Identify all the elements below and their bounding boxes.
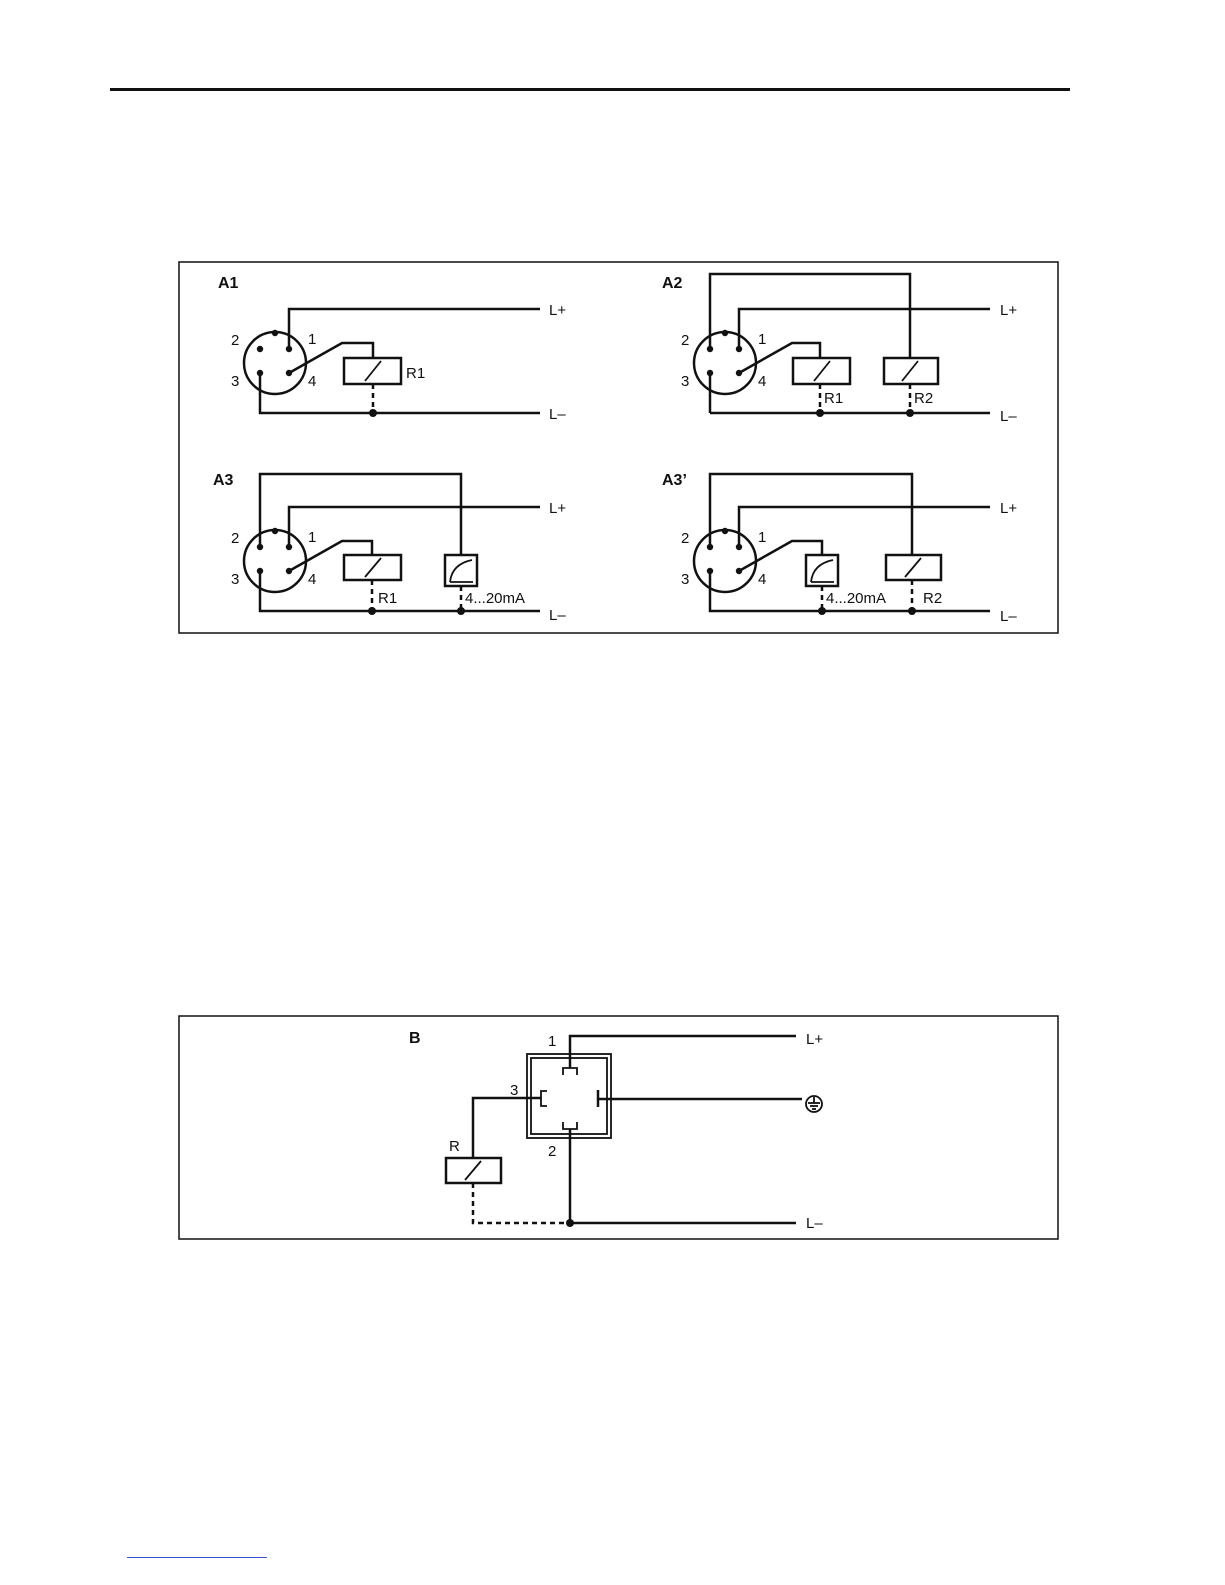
pin-label-a3-1: 1 bbox=[308, 529, 316, 546]
panel-a1: A1 2 1 3 4 R1 L+ L– bbox=[218, 275, 566, 423]
pin-dot-a3-top bbox=[272, 528, 278, 534]
supply-a1-neg: L– bbox=[549, 406, 566, 423]
analog-curve-a3p bbox=[811, 560, 833, 582]
relay-a3p-r2-slash bbox=[905, 558, 921, 577]
relay-a1-r1-slash bbox=[365, 361, 381, 381]
pin-label-a3-3: 3 bbox=[231, 571, 239, 588]
pin-dot-a2-top bbox=[722, 330, 728, 336]
protective-earth-icon bbox=[806, 1096, 822, 1112]
connector-a3-prime bbox=[694, 530, 756, 592]
pin-label-a1-4: 4 bbox=[308, 373, 316, 390]
pin-label-a3-2: 2 bbox=[231, 530, 239, 547]
node-a3-analog bbox=[457, 607, 465, 615]
supply-a3p-pos: L+ bbox=[1000, 500, 1017, 517]
panel-b: B R 1 2 3 L+ L– bbox=[409, 1030, 823, 1232]
connector-a2 bbox=[694, 332, 756, 394]
node-a3p-analog bbox=[818, 607, 826, 615]
wire-a3p-l-plus bbox=[739, 507, 990, 547]
pin-label-a2-2: 2 bbox=[681, 332, 689, 349]
relay-a2-r1-label: R1 bbox=[824, 390, 843, 407]
node-a2-r2 bbox=[906, 409, 914, 417]
relay-a3p-r2-label: R2 bbox=[923, 590, 942, 607]
pin-label-b-3: 3 bbox=[510, 1082, 518, 1099]
supply-b-neg: L– bbox=[806, 1215, 823, 1232]
pin-label-a3p-2: 2 bbox=[681, 530, 689, 547]
node-a1-r1 bbox=[369, 409, 377, 417]
pin-label-a1-1: 1 bbox=[308, 331, 316, 348]
connector-a3 bbox=[244, 530, 306, 592]
panel-a2: A2 2 1 3 4 R1 R2 L+ L– bbox=[662, 274, 1017, 425]
supply-b-pos: L+ bbox=[806, 1031, 823, 1048]
pin-label-a3p-4: 4 bbox=[758, 571, 766, 588]
analog-a3-label: 4...20mA bbox=[465, 590, 525, 607]
wire-b-l-plus bbox=[570, 1036, 796, 1068]
footer-link-underline bbox=[127, 1557, 267, 1558]
supply-a1-pos: L+ bbox=[549, 302, 566, 319]
pin-label-b-2: 2 bbox=[548, 1143, 556, 1160]
panel-a1-title: A1 bbox=[218, 275, 239, 292]
pin-dot-a1-top bbox=[272, 330, 278, 336]
wire-a1-l-plus bbox=[289, 309, 540, 349]
pin-label-a3p-1: 1 bbox=[758, 529, 766, 546]
node-a3p-r2 bbox=[908, 607, 916, 615]
contact-2 bbox=[563, 1122, 577, 1129]
contact-3 bbox=[541, 1091, 547, 1106]
pin-dot-a3p-top bbox=[722, 528, 728, 534]
supply-a3-pos: L+ bbox=[549, 500, 566, 517]
pin-label-a1-3: 3 bbox=[231, 373, 239, 390]
relay-a2-r1-slash bbox=[814, 361, 830, 381]
wire-a3-l-plus bbox=[289, 507, 540, 547]
relay-a3-r1-slash bbox=[365, 558, 381, 577]
wire-a3p-pin2-r2 bbox=[710, 474, 912, 555]
panel-a3-prime: A3’ 2 1 3 4 4...20mA R2 L+ L– bbox=[662, 472, 1017, 625]
node-a3-r1 bbox=[368, 607, 376, 615]
panel-a3-title: A3 bbox=[213, 472, 234, 489]
analog-a3p-label: 4...20mA bbox=[826, 590, 886, 607]
supply-a2-pos: L+ bbox=[1000, 302, 1017, 319]
pin-dot-a1-2 bbox=[257, 346, 263, 352]
node-a2-r1 bbox=[816, 409, 824, 417]
pin-label-b-1: 1 bbox=[548, 1033, 556, 1050]
connector-a1 bbox=[244, 332, 306, 394]
node-b-return bbox=[566, 1219, 574, 1227]
pin-label-a3-4: 4 bbox=[308, 571, 316, 588]
relay-b-r-slash bbox=[465, 1161, 481, 1180]
relay-a2-r2-label: R2 bbox=[914, 390, 933, 407]
wire-a2-l-plus bbox=[739, 309, 990, 349]
diagram-b-frame bbox=[179, 1016, 1058, 1239]
pin-label-a1-2: 2 bbox=[231, 332, 239, 349]
relay-a3-r1-label: R1 bbox=[378, 590, 397, 607]
relay-a1-r1-label: R1 bbox=[406, 365, 425, 382]
wire-b-l-minus bbox=[570, 1129, 796, 1223]
panel-a3: A3 2 1 3 4 R1 4...20mA L+ L– bbox=[213, 472, 566, 624]
pin-label-a3p-3: 3 bbox=[681, 571, 689, 588]
supply-a2-neg: L– bbox=[1000, 408, 1017, 425]
pin-label-a2-3: 3 bbox=[681, 373, 689, 390]
pin-label-a2-4: 4 bbox=[758, 373, 766, 390]
analog-curve-a3 bbox=[450, 560, 472, 582]
panel-b-title: B bbox=[409, 1030, 421, 1047]
supply-a3p-neg: L– bbox=[1000, 608, 1017, 625]
supply-a3-neg: L– bbox=[549, 607, 566, 624]
panel-a3-prime-title: A3’ bbox=[662, 472, 687, 489]
pin-label-a2-1: 1 bbox=[758, 331, 766, 348]
wire-b-relay-return bbox=[473, 1183, 566, 1223]
contact-1 bbox=[563, 1068, 577, 1075]
panel-a2-title: A2 bbox=[662, 275, 683, 292]
valve-connector-inner bbox=[531, 1058, 607, 1134]
relay-b-label: R bbox=[449, 1138, 460, 1155]
relay-a2-r2-slash bbox=[902, 361, 918, 381]
